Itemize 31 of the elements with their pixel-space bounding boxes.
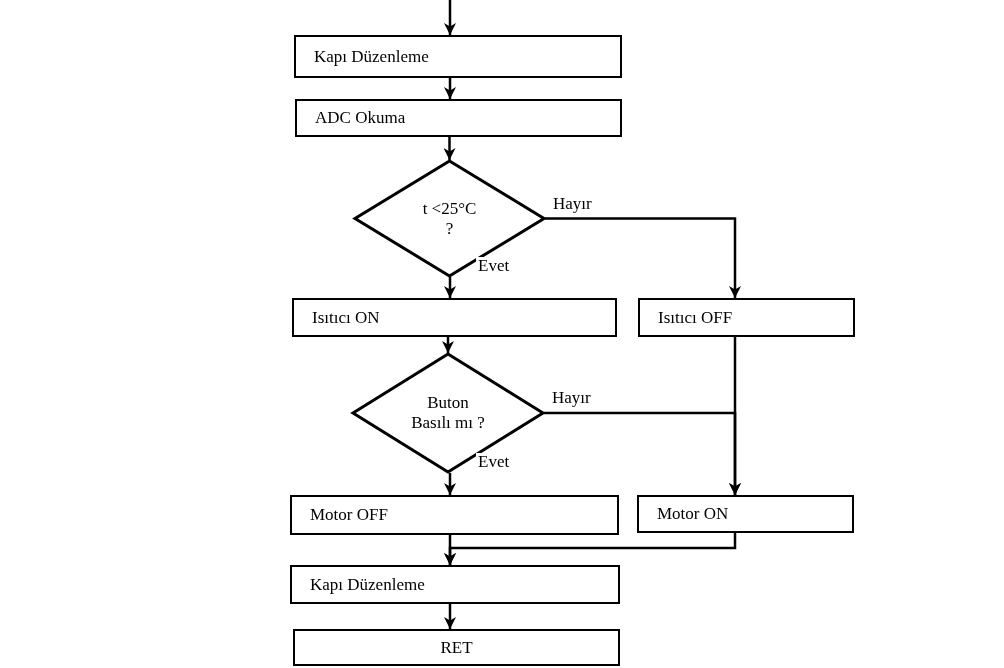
- decision-diamond: [354, 160, 545, 277]
- node-text: Kapı Düzenleme: [314, 46, 429, 67]
- node-text: Motor OFF: [310, 505, 388, 525]
- arrow: [444, 533, 737, 565]
- arrow: [444, 473, 456, 495]
- edge-label: Hayır: [550, 389, 593, 408]
- arrow: [444, 277, 456, 298]
- process-box: [290, 495, 619, 535]
- node-text: Isıtıcı ON: [312, 307, 380, 328]
- process-box: [294, 35, 622, 78]
- arrow: [444, 0, 456, 35]
- node-text: ADC Okuma: [315, 108, 406, 128]
- process-box: [290, 565, 620, 604]
- node-text: RET: [440, 637, 473, 658]
- arrow: [444, 78, 456, 99]
- node-text: Buton Basılı mı ?: [410, 393, 486, 433]
- node-text: Kapı Düzenleme: [310, 574, 425, 595]
- arrow: [442, 337, 454, 353]
- node-text: Isıtıcı OFF: [658, 307, 733, 328]
- process-box: [295, 99, 622, 137]
- decision-diamond: [352, 353, 544, 473]
- process-box: [292, 298, 617, 337]
- process-box: [293, 629, 620, 666]
- arrow: [444, 604, 456, 629]
- arrow: [729, 337, 741, 495]
- node-text: t <25°C ?: [421, 198, 478, 239]
- arrow: [443, 137, 456, 160]
- process-box: [638, 298, 855, 337]
- arrow: [545, 217, 741, 298]
- process-box: [637, 495, 854, 533]
- node-text: Motor ON: [657, 504, 729, 524]
